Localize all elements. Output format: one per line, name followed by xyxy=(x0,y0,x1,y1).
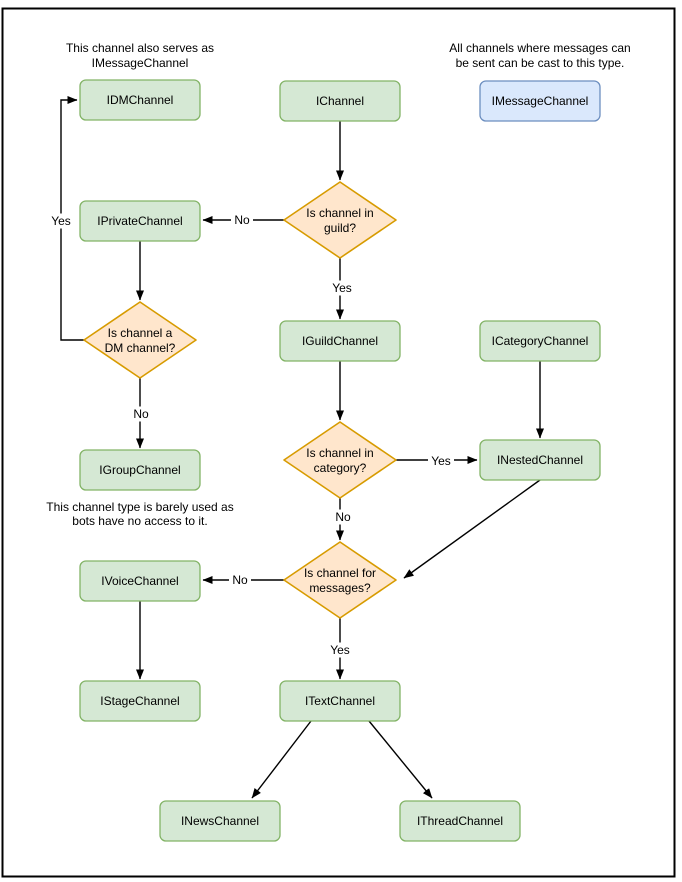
edge-label-messages-yes: Yes xyxy=(327,642,353,658)
edge-label-dm-yes: Yes xyxy=(48,213,74,229)
edge-label-text: No xyxy=(335,510,351,524)
node-ichannel: IChannel xyxy=(279,80,401,122)
edge-label-bg xyxy=(327,642,353,658)
edge-itext-to-ithread xyxy=(368,720,433,799)
edge-itext-to-inews xyxy=(251,720,312,799)
edge-label-text: Yes xyxy=(431,454,451,468)
node-box xyxy=(479,320,601,362)
decision-is-channel-in-guild: Is channel in guild? xyxy=(283,181,397,259)
note-dm-serves-as-imessagechannel: This channel also serves as IMessageChan… xyxy=(66,41,214,70)
node-itextchannel: ITextChannel xyxy=(279,680,401,722)
edge-label-guild-no: No xyxy=(231,212,253,228)
decision-is-channel-in-category: Is channel in category? xyxy=(283,421,397,499)
node-box xyxy=(399,800,521,842)
node-label: IThreadChannel xyxy=(417,814,503,828)
edge-label-bg xyxy=(329,280,355,296)
node-imessagechannel: IMessageChannel xyxy=(479,80,601,122)
edge-label-bg xyxy=(332,509,354,525)
edge-label-text: Yes xyxy=(330,643,350,657)
node-iguildchannel: IGuildChannel xyxy=(279,320,401,362)
note-line1: All channels where messages can xyxy=(449,41,630,55)
edge-label-text: Yes xyxy=(332,281,352,295)
node-label: IPrivateChannel xyxy=(97,214,182,228)
node-label: INestedChannel xyxy=(497,453,583,467)
node-label: IChannel xyxy=(316,94,364,108)
node-inewschannel: INewsChannel xyxy=(159,800,281,842)
node-ithreadchannel: IThreadChannel xyxy=(399,800,521,842)
decision-is-channel-a-dm: Is channel a DM channel? xyxy=(83,301,197,379)
node-label: IDMChannel xyxy=(107,93,174,107)
node-label: IStageChannel xyxy=(100,694,179,708)
node-idmchannel: IDMChannel xyxy=(79,79,201,121)
node-box xyxy=(279,680,401,722)
edge-inested-to-messages-decision xyxy=(403,479,541,579)
node-label: ITextChannel xyxy=(305,694,375,708)
edge-label-text: Yes xyxy=(51,214,71,228)
node-box xyxy=(79,680,201,722)
note-group-channel-unused: This channel type is barely used as bots… xyxy=(46,500,233,528)
edge-label-bg xyxy=(428,453,454,469)
edge-label-text: No xyxy=(234,213,250,227)
node-iprivatechannel: IPrivateChannel xyxy=(79,200,201,242)
note-messages-cast-type: All channels where messages can be sent … xyxy=(449,41,630,70)
note-line2: bots have no access to it. xyxy=(72,514,207,528)
node-box xyxy=(79,560,201,602)
node-label: INewsChannel xyxy=(181,814,259,828)
node-label: IMessageChannel xyxy=(492,94,589,108)
node-label: IGuildChannel xyxy=(302,334,378,348)
node-box xyxy=(479,439,601,481)
edge-label-category-no: No xyxy=(332,509,354,525)
edge-label-bg xyxy=(229,572,251,588)
note-line1: This channel type is barely used as xyxy=(46,500,233,514)
decision-diamond xyxy=(283,541,397,619)
decision-text-line2: messages? xyxy=(309,581,371,595)
edge-label-guild-yes: Yes xyxy=(329,280,355,296)
decision-text-line2: guild? xyxy=(324,221,356,235)
node-box xyxy=(479,80,601,122)
node-label: ICategoryChannel xyxy=(492,334,589,348)
node-box xyxy=(279,320,401,362)
node-box xyxy=(279,80,401,122)
node-icategorychannel: ICategoryChannel xyxy=(479,320,601,362)
edge-label-bg xyxy=(231,212,253,228)
decision-diamond xyxy=(83,301,197,379)
decision-is-channel-for-messages: Is channel for messages? xyxy=(283,541,397,619)
decision-text-line1: Is channel a xyxy=(108,326,173,340)
node-box xyxy=(79,449,201,491)
edge-label-category-yes: Yes xyxy=(428,453,454,469)
edge-label-bg xyxy=(130,406,152,422)
node-box xyxy=(79,200,201,242)
node-label: IGroupChannel xyxy=(99,463,180,477)
node-igroupchannel: IGroupChannel xyxy=(79,449,201,491)
node-box xyxy=(79,79,201,121)
decision-diamond xyxy=(283,421,397,499)
note-line2: be sent can be cast to this type. xyxy=(456,56,625,70)
edge-label-text: No xyxy=(232,573,248,587)
edge-label-dm-no: No xyxy=(130,406,152,422)
decision-diamond xyxy=(283,181,397,259)
edge-label-text: No xyxy=(133,407,149,421)
decision-text-line1: Is channel for xyxy=(304,566,376,580)
decision-text-line1: Is channel in xyxy=(306,446,373,460)
decision-text-line2: DM channel? xyxy=(105,341,176,355)
decision-text-line1: Is channel in xyxy=(306,206,373,220)
note-line1: This channel also serves as xyxy=(66,41,214,55)
node-label: IVoiceChannel xyxy=(101,574,178,588)
note-line2: IMessageChannel xyxy=(92,56,189,70)
node-inestedchannel: INestedChannel xyxy=(479,439,601,481)
node-box xyxy=(159,800,281,842)
edge-label-bg xyxy=(48,213,74,229)
edge-label-messages-no: No xyxy=(229,572,251,588)
decision-text-line2: category? xyxy=(314,461,367,475)
node-istagechannel: IStageChannel xyxy=(79,680,201,722)
node-ivoicechannel: IVoiceChannel xyxy=(79,560,201,602)
page-border xyxy=(1,7,676,878)
